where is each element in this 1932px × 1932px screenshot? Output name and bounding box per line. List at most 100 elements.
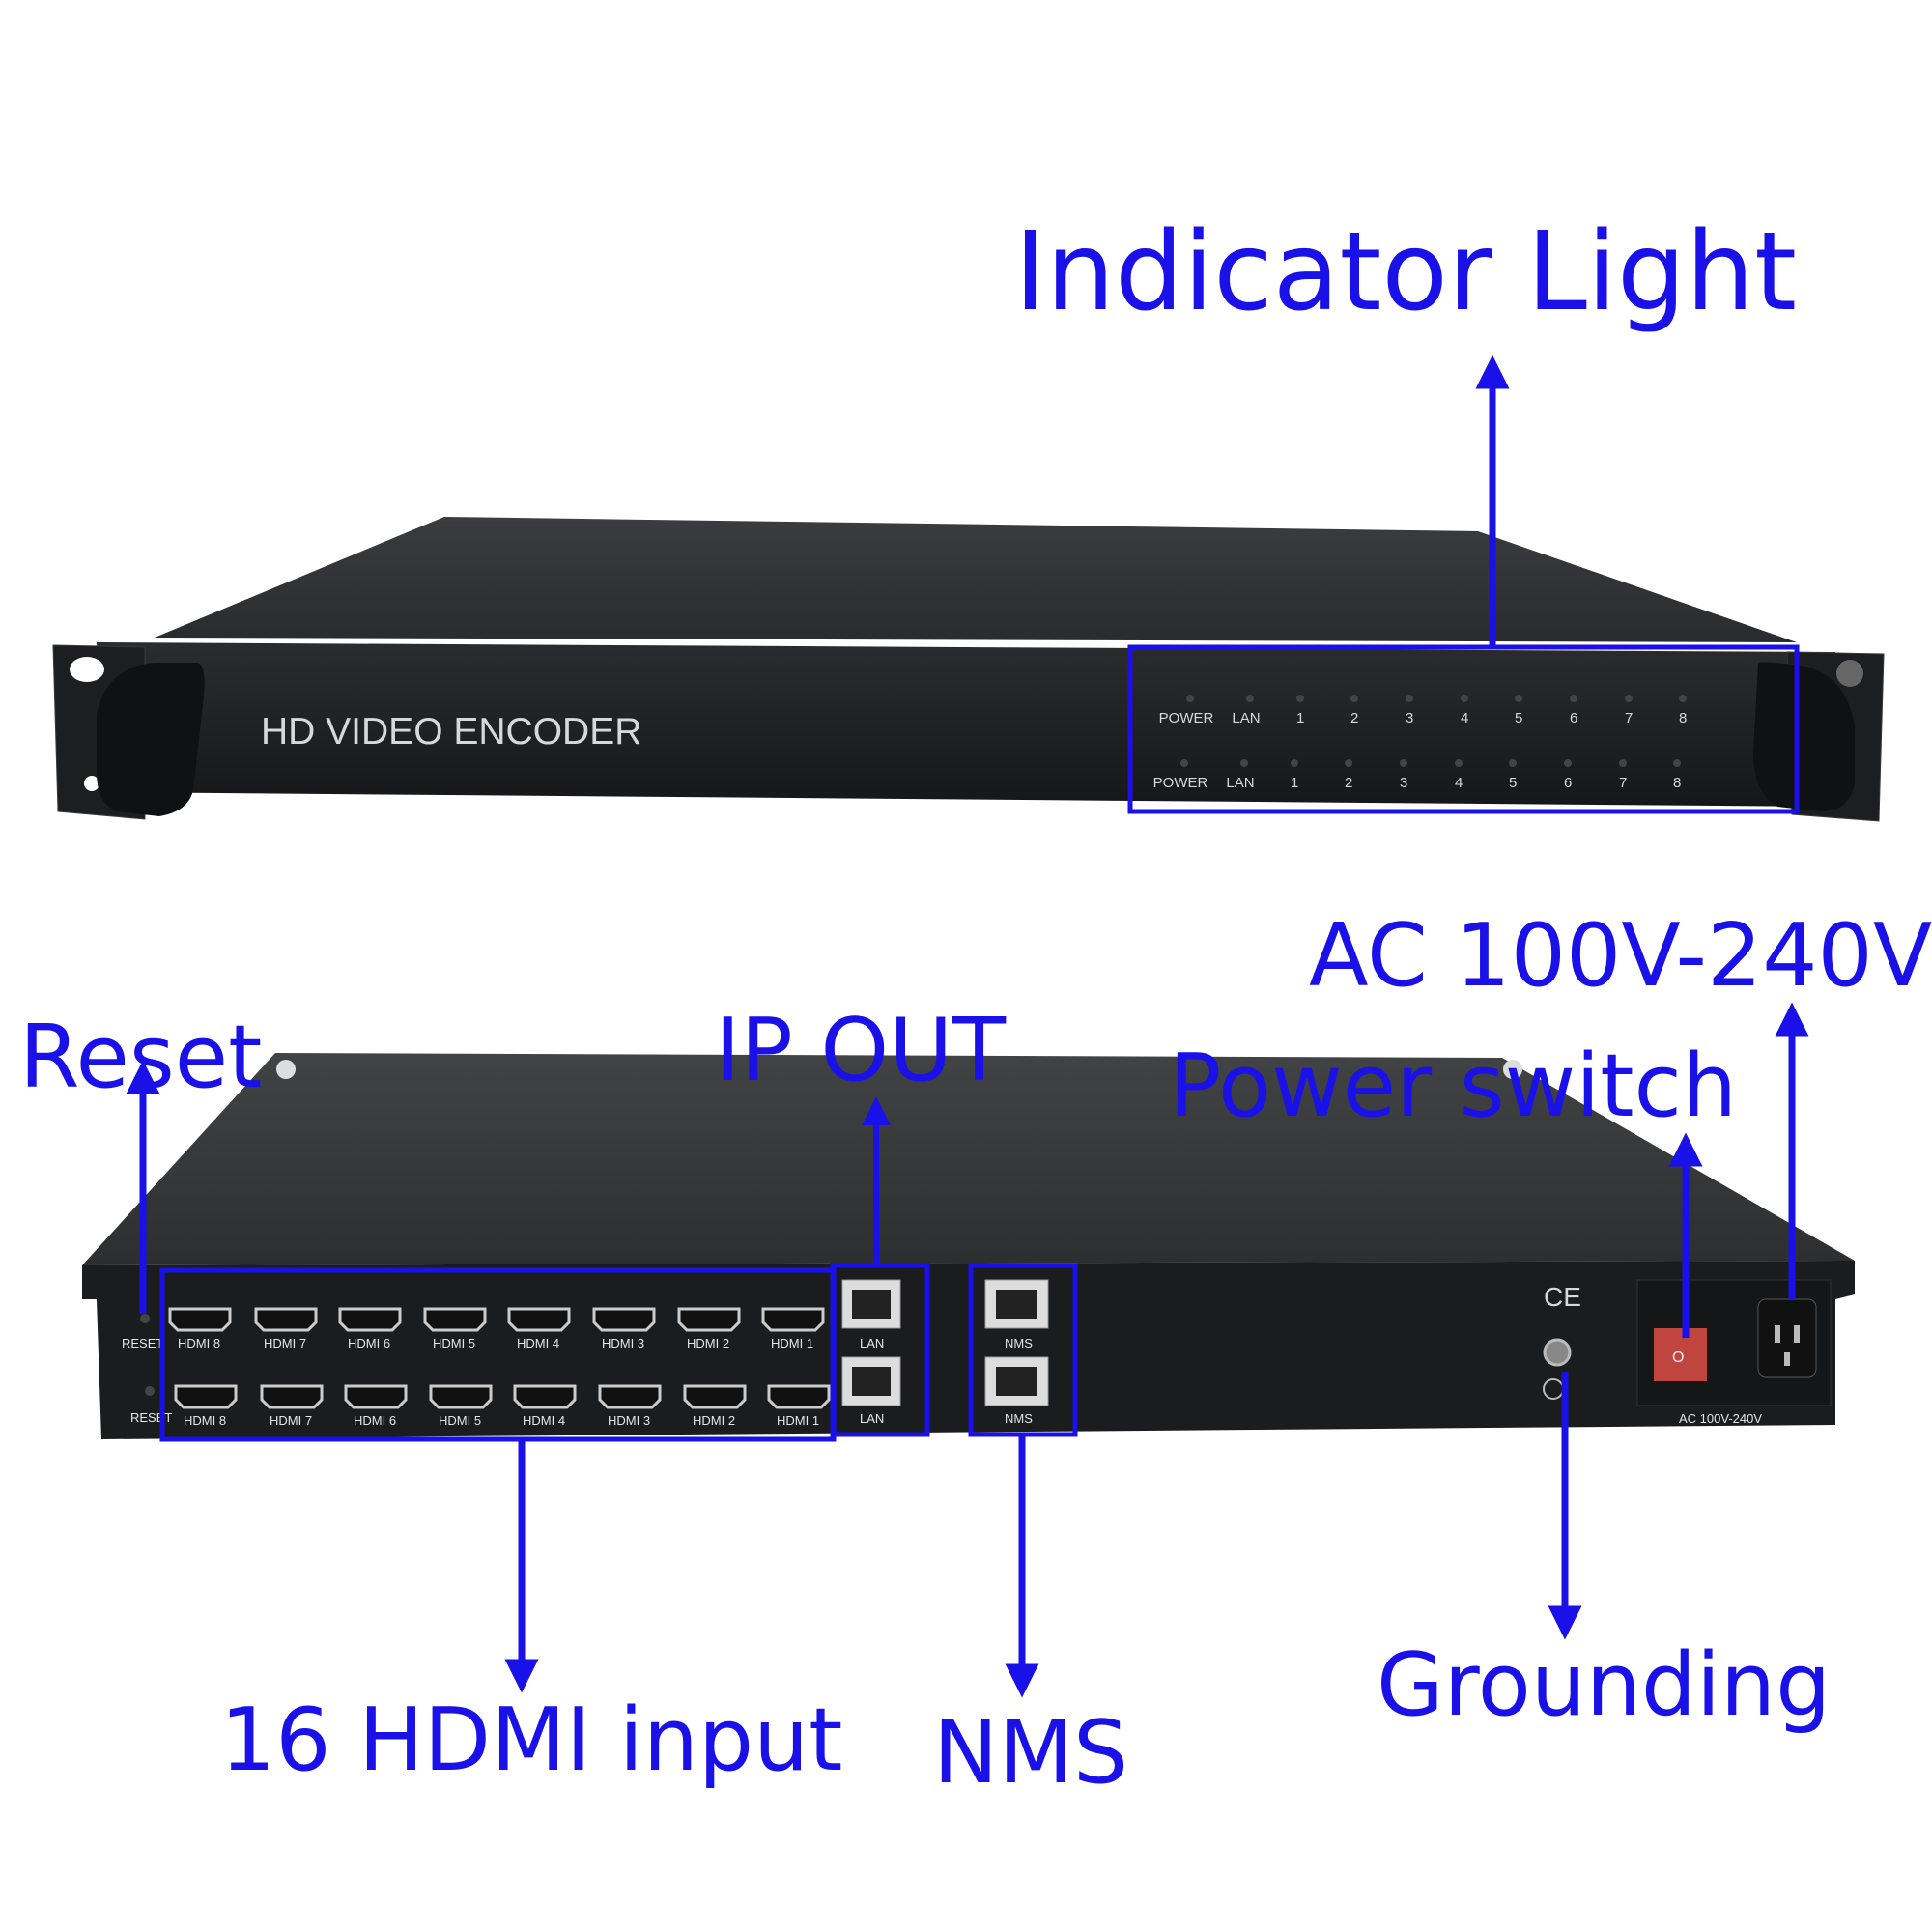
indicator-label: POWER: [1159, 710, 1214, 726]
indicator-led: [1564, 759, 1572, 767]
indicator-light-highlight-box: [1127, 644, 1800, 814]
hdmi-port-label: HDMI 1: [771, 1336, 813, 1350]
indicator-label: 8: [1673, 775, 1681, 791]
indicator-label: 1: [1291, 775, 1298, 791]
indicator-label: LAN: [1226, 775, 1254, 791]
indicator-label: 7: [1625, 710, 1633, 726]
left-handle: [97, 663, 205, 816]
power-switch-callout: Power switch: [1169, 1036, 1737, 1137]
indicator-label: POWER: [1153, 775, 1208, 791]
hdmi-port-label: HDMI 8: [178, 1336, 220, 1350]
ac-inlet-pin-ground-icon: [1784, 1352, 1790, 1366]
indicator-led: [1291, 759, 1298, 767]
indicator-label: 5: [1509, 775, 1517, 791]
callout-layer: Indicator Light Reset 16 HDMI input IP O…: [19, 210, 1932, 1804]
front-unit-top-surface: [155, 517, 1797, 642]
indicator-led: [1345, 759, 1352, 767]
indicator-led: [1400, 759, 1407, 767]
hdmi-port-grid: HDMI 8 HDMI 7 HDMI 6 HDMI 5 HDMI 4 HDMI 3 HDMI…: [168, 1307, 831, 1428]
indicator-led: [1246, 695, 1254, 702]
hdmi-port-label: HDMI 7: [270, 1413, 312, 1428]
ac-inlet-pin-left-icon: [1775, 1325, 1780, 1343]
rear-top-screw-right: [1503, 1060, 1522, 1079]
hdmi-port-label: HDMI 1: [777, 1413, 819, 1428]
hdmi-port[interactable]: [344, 1384, 408, 1409]
indicator-led: [1679, 695, 1687, 702]
rear-top-screw-left: [276, 1060, 296, 1079]
indicator-led: [1673, 759, 1681, 767]
hdmi-port[interactable]: [168, 1307, 232, 1332]
indicator-label: 4: [1455, 775, 1463, 791]
hdmi-port-label: HDMI 2: [693, 1413, 735, 1428]
indicator-led: [1619, 759, 1627, 767]
hdmi-port-label: HDMI 7: [264, 1336, 306, 1350]
grounding-terminal[interactable]: [1543, 1338, 1572, 1367]
indicator-label: 1: [1296, 710, 1304, 726]
reset-button-top[interactable]: [140, 1314, 150, 1323]
hdmi-port[interactable]: [260, 1384, 324, 1409]
hdmi-port[interactable]: [429, 1384, 493, 1409]
hdmi-port[interactable]: [513, 1384, 577, 1409]
hdmi-port[interactable]: [338, 1307, 402, 1332]
indicator-label: 5: [1515, 710, 1522, 726]
nms-label-2: NMS: [1005, 1411, 1033, 1426]
indicator-led: [1240, 759, 1248, 767]
indicator-label: 7: [1619, 775, 1627, 791]
indicator-led: [1570, 695, 1577, 702]
indicator-label: 6: [1564, 775, 1572, 791]
indicator-light-callout: Indicator Light: [1014, 210, 1797, 335]
hdmi-port-label: HDMI 6: [354, 1413, 396, 1428]
ce-mark: CE: [1544, 1282, 1581, 1312]
hdmi-port-label: HDMI 3: [602, 1336, 644, 1350]
ip-out-highlight-box: [830, 1263, 930, 1437]
reset-button-bottom[interactable]: [145, 1386, 155, 1396]
ip-out-callout: IP OUT: [715, 1000, 1007, 1101]
indicator-led: [1509, 759, 1517, 767]
lan-port-2[interactable]: [841, 1356, 901, 1406]
hdmi-port-label: HDMI 5: [439, 1413, 481, 1428]
hdmi-port[interactable]: [592, 1307, 656, 1332]
indicator-label: 6: [1570, 710, 1577, 726]
hdmi-port[interactable]: [598, 1384, 662, 1409]
lan-port-1[interactable]: [841, 1279, 901, 1329]
indicator-label: 3: [1400, 775, 1407, 791]
indicator-label: 2: [1350, 710, 1358, 726]
left-rack-ear-hole: [70, 657, 104, 682]
power-switch[interactable]: [1654, 1328, 1707, 1381]
indicator-label: 8: [1679, 710, 1687, 726]
lan-label-1: LAN: [860, 1336, 884, 1350]
hdmi-port[interactable]: [683, 1384, 747, 1409]
hdmi-port[interactable]: [507, 1307, 571, 1332]
indicator-led: [1296, 695, 1304, 702]
right-rack-ear-screw: [1836, 660, 1863, 687]
indicator-label: 3: [1406, 710, 1413, 726]
nms-port-1[interactable]: [984, 1279, 1049, 1329]
indicator-led: [1186, 695, 1194, 702]
indicator-led: [1455, 759, 1463, 767]
nms-label-1: NMS: [1005, 1336, 1033, 1350]
hdmi-port[interactable]: [254, 1307, 318, 1332]
hdmi-port[interactable]: [174, 1384, 238, 1409]
hdmi-port[interactable]: [761, 1307, 825, 1332]
hdmi-port-label: HDMI 4: [523, 1413, 565, 1428]
hdmi-input-callout: 16 HDMI input: [220, 1690, 842, 1791]
hdmi-port[interactable]: [677, 1307, 741, 1332]
indicator-led: [1461, 695, 1468, 702]
reset-label-bottom: RESET: [130, 1410, 172, 1425]
indicator-label: 2: [1345, 775, 1352, 791]
indicator-label: 4: [1461, 710, 1468, 726]
hdmi-port[interactable]: [423, 1307, 487, 1332]
reset-callout: Reset: [19, 1007, 262, 1108]
ac-power-inlet[interactable]: [1757, 1298, 1817, 1378]
ac-power-callout: AC 100V-240V: [1309, 905, 1932, 1007]
hdmi-port[interactable]: [767, 1384, 831, 1409]
indicator-led: [1625, 695, 1633, 702]
left-rack-ear-hole-small: [84, 776, 99, 791]
indicator-label: LAN: [1232, 710, 1260, 726]
indicator-led: [1406, 695, 1413, 702]
nms-port-2[interactable]: [984, 1356, 1049, 1406]
